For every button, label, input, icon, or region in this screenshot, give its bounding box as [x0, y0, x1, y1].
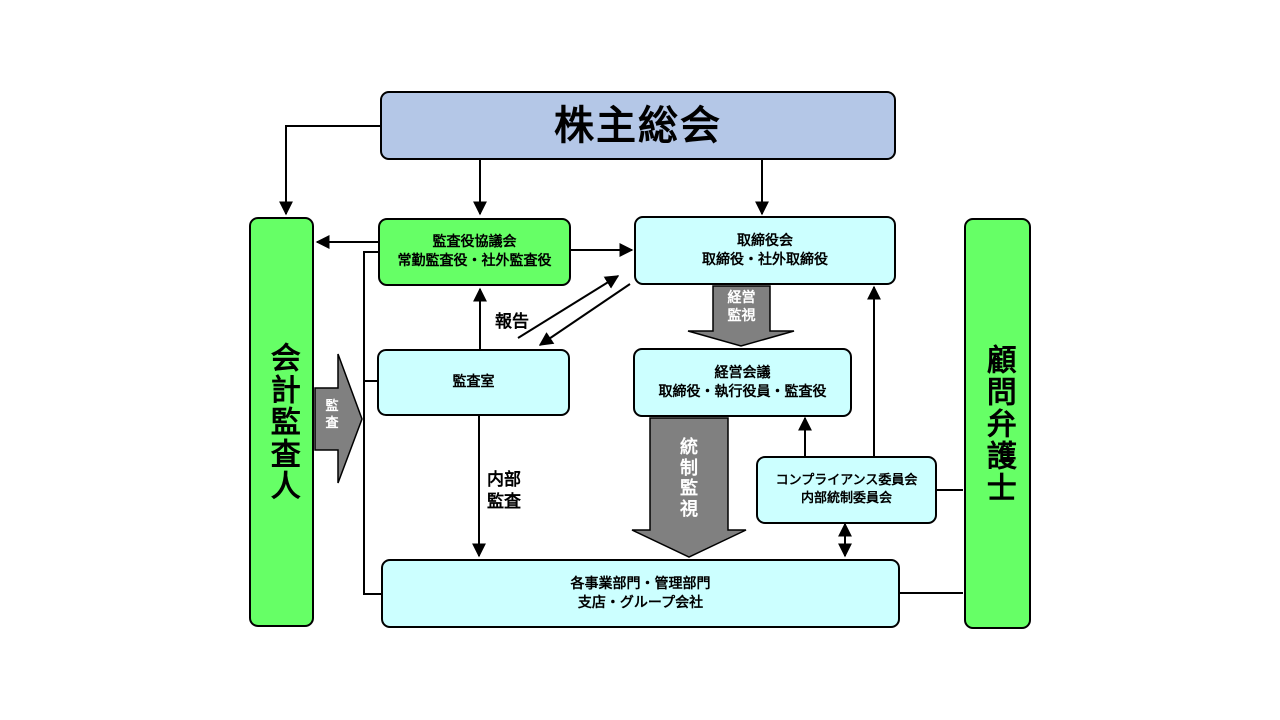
accounting-auditor-box: 会計監査人 [249, 217, 314, 627]
divisions-box: 各事業部門・管理部門 支店・グループ会社 [381, 559, 900, 628]
overall-supervision-label: 統 制 監 視 [680, 437, 698, 521]
audit-office-label: 監査室 [452, 374, 495, 391]
shareholders-meeting-box: 株主総会 [380, 91, 896, 160]
management-supervision-label: 経営 監視 [727, 290, 756, 325]
audit-office-box: 監査室 [377, 349, 570, 416]
management-meeting-box: 経営会議 取締役・執行役員・監査役 [633, 348, 852, 417]
management-supervision-arrow-shape [687, 285, 795, 347]
legal-counsel-label: 顧問弁護士 [980, 343, 1016, 504]
legal-counsel-box: 顧問弁護士 [964, 218, 1031, 629]
connector-shareholders-to-accounting-auditor [279, 125, 380, 216]
management-meeting-members: 取締役・執行役員・監査役 [658, 383, 827, 400]
board-of-directors-box: 取締役会 取締役・社外取締役 [634, 216, 896, 285]
overall-supervision-arrow-shape [631, 417, 747, 558]
board-of-directors-title: 取締役会 [737, 232, 793, 249]
compliance-committee-box: コンプライアンス委員会 内部統制委員会 [756, 456, 937, 524]
connector-audit-office-to-board [517, 275, 620, 339]
connector-auditor-bracket [363, 251, 381, 595]
internal-control-committee-title: 内部統制委員会 [800, 491, 892, 506]
shareholders-meeting-label: 株主総会 [554, 102, 722, 149]
divisions-line2: 支店・グループ会社 [577, 594, 704, 611]
connector-board-to-audit-office [538, 283, 631, 346]
audit-arrow-label: 監 査 [325, 399, 339, 431]
internal-audit-label: 内部 監査 [487, 470, 521, 513]
report-label: 報告 [495, 312, 529, 332]
auditor-board-members: 常勤監査役・社外監査役 [397, 253, 552, 269]
compliance-committee-title: コンプライアンス委員会 [775, 473, 918, 489]
auditor-board-box: 監査役協議会 常勤監査役・社外監査役 [378, 218, 571, 286]
board-of-directors-members: 取締役・社外取締役 [702, 251, 828, 268]
auditor-board-title: 監査役協議会 [432, 234, 517, 251]
management-meeting-title: 経営会議 [714, 364, 771, 381]
accounting-auditor-label: 会計監査人 [264, 342, 300, 502]
divisions-line1: 各事業部門・管理部門 [570, 575, 711, 592]
audit-arrow-shape [314, 353, 363, 484]
